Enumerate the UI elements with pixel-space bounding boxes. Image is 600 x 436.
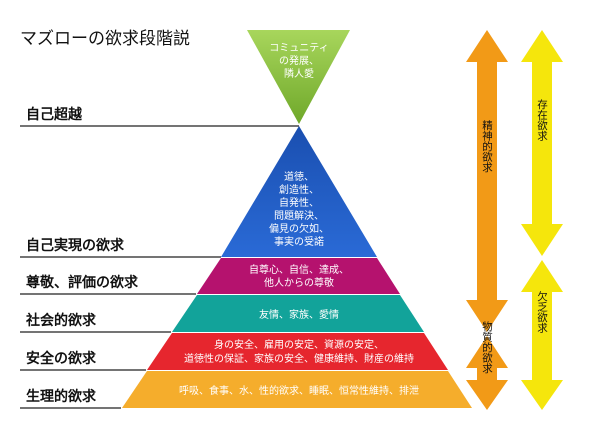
deficiency-needs-label: 欠乏欲求 <box>536 290 548 333</box>
top-text-line1: コミュニティ <box>269 43 328 54</box>
sa-text-line6: 事実の受諾 <box>274 235 324 248</box>
esteem-text-line1: 自尊心、自信、達成、 <box>249 263 349 276</box>
safety-text-line1: 身の安全、雇用の安定、資源の安定、 <box>214 338 384 351</box>
deficiency-needs-arrow <box>521 260 563 410</box>
level-divider-lines <box>20 125 299 409</box>
esteem-text-line2: 他人からの尊敬 <box>264 276 334 289</box>
safety-text-line2: 道徳性の保証、家族の安全、健康維持、財産の維持 <box>184 352 414 365</box>
material-needs-arrow <box>466 336 508 410</box>
pyramid-physiological <box>122 371 472 408</box>
sa-text-line5: 偏見の欠如、 <box>269 222 329 235</box>
physiological-text: 呼吸、食事、水、性的欲求、睡眠、恒常性維持、排泄 <box>179 384 419 397</box>
sa-text-line2: 創造性、 <box>279 183 319 196</box>
pyramid-social <box>172 295 424 332</box>
sa-text-line1: 道徳、 <box>284 170 314 183</box>
sa-text-line4: 問題解決、 <box>274 209 324 222</box>
spiritual-needs-arrow <box>466 30 508 332</box>
existence-needs-label: 存在欲求 <box>536 98 548 141</box>
material-needs-label: 物質的欲求 <box>481 320 493 373</box>
pyramid-safety <box>147 333 448 370</box>
existence-needs-arrow <box>521 30 563 256</box>
sa-text-line3: 自発性、 <box>279 196 319 209</box>
level-label-self-actualization: 自己実現の欲求 <box>26 237 125 254</box>
diagram-title: マズローの欲求段階説 <box>20 29 190 49</box>
pyramid-self-actualization <box>221 126 377 257</box>
level-label-esteem: 尊敬、評価の欲求 <box>26 274 139 291</box>
level-label-self-transcendence: 自己超越 <box>26 106 83 123</box>
level-label-social: 社会的欲求 <box>25 312 97 329</box>
pyramid-esteem <box>197 258 400 294</box>
top-text-line2: の発展、 <box>279 54 319 67</box>
level-label-physiological: 生理的欲求 <box>26 388 97 405</box>
spiritual-needs-label: 精神的欲求 <box>481 119 493 172</box>
social-text: 友情、家族、愛情 <box>259 308 339 321</box>
top-text-line3: 隣人愛 <box>284 67 314 80</box>
level-label-safety: 安全の欲求 <box>26 350 97 367</box>
pyramid-top-inverted <box>247 30 350 124</box>
